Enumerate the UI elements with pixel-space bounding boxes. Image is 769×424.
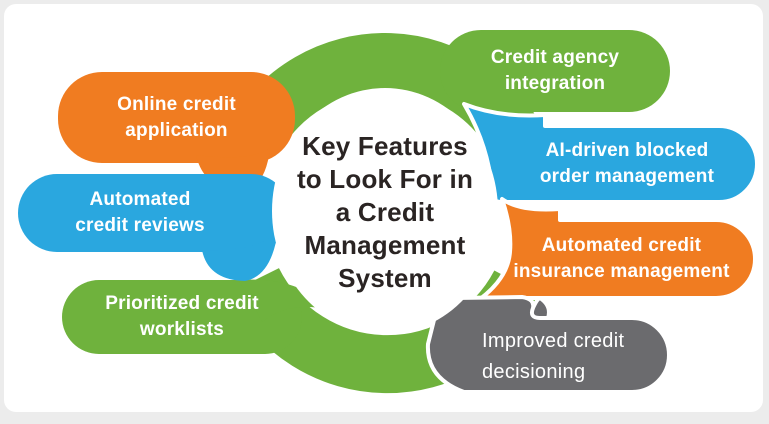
label-line: Prioritized credit [105,293,259,314]
label-line: application [125,120,228,141]
bubble-improved-credit-decisioning [425,295,671,394]
bubble-prioritized-credit-worklists-tail [238,279,330,322]
label-line: insurance management [513,261,730,282]
label-improved-credit-decisioning: Improved credit decisioning [482,326,672,388]
label-line: Improved credit [482,330,625,352]
diagram-title-line: to Look For in [296,163,474,194]
diagram-title: Key Features to Look For in a Credit Man… [272,128,498,296]
label-line: decisioning [482,361,586,383]
bubble-online-credit-application [58,72,295,163]
center-circle [272,88,498,334]
bubble-credit-agency-integration [440,30,670,112]
label-ai-driven-blocked-order-management: AI-driven blocked order management [497,128,757,200]
bubble-automated-credit-reviews [18,174,290,252]
label-line: Credit agency [490,47,620,68]
label-online-credit-application: Online credit application [58,74,295,162]
diagram-title-line: Key Features [302,130,468,161]
bubble-prioritized-credit-worklists [62,280,302,354]
label-line: order management [539,166,715,187]
label-line: Automated credit [541,235,702,256]
label-automated-credit-reviews: Automated credit reviews [18,176,262,250]
diagram-title-line: Management [304,229,466,260]
label-line: Online credit [117,94,236,115]
label-line: AI-driven blocked [545,140,709,161]
diagram-title-line: System [338,262,432,293]
label-line: integration [504,73,606,94]
label-prioritized-credit-worklists: Prioritized credit worklists [62,282,302,352]
label-line: credit reviews [75,215,205,236]
label-automated-credit-insurance-management: Automated credit insurance management [488,222,755,296]
label-line: worklists [139,319,225,340]
diagram-title-line: a Credit [335,196,435,227]
label-line: Automated [89,189,191,210]
label-credit-agency-integration: Credit agency integration [440,32,670,110]
bubble-automated-credit-reviews-tail [202,230,278,281]
